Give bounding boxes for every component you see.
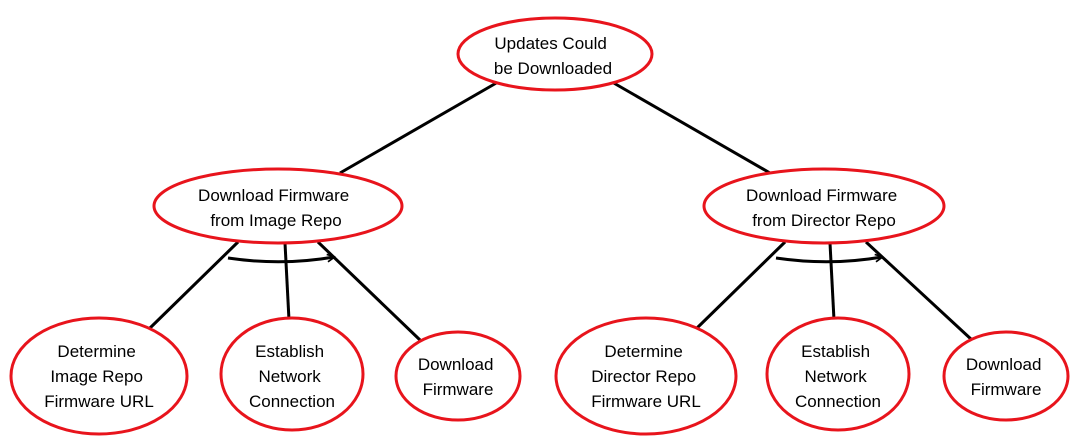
edge-director-repo-to-network [828, 242, 836, 321]
and-arc-director-repo [775, 257, 882, 264]
node-image-repo-line-2: from Image Repo [210, 211, 341, 230]
and-arc-image-repo [227, 257, 334, 264]
svg-text:Download Firmware from D: Download Firmware from Director Repo [746, 186, 902, 230]
node-image-network-line-2: Network [258, 367, 321, 386]
svg-text:Download Firmware: Download Firmware [966, 355, 1046, 399]
node-root-ellipse [456, 16, 654, 92]
edge-root-to-director-repo [611, 80, 771, 175]
svg-text:Updates Could be Downloa: Updates Could be Downloaded [494, 34, 612, 78]
svg-text:Establish Network: Establish Network Connection [795, 342, 881, 411]
node-image-url-line-2: Image Repo [50, 367, 143, 386]
svg-text:Download Firmware from I: Download Firmware from Image Repo [198, 186, 354, 230]
node-director-url-ellipse [554, 316, 738, 436]
node-image-network-ellipse [219, 316, 365, 432]
node-image-download-line-2: Firmware [423, 380, 494, 399]
node-image-download-ellipse [394, 330, 522, 422]
edge-image-repo-to-url [148, 240, 240, 330]
node-director-url: Determine Director Repo Firmware URL [554, 316, 738, 436]
node-director-network-line-3: Connection [795, 392, 881, 411]
node-image-url-ellipse [9, 316, 189, 436]
node-director-url-line-2: Director Repo [591, 367, 696, 386]
node-image-url-line-3: Firmware URL [44, 392, 154, 411]
node-image-network-line-3: Connection [249, 392, 335, 411]
node-director-url-line-1: Determine [604, 342, 682, 361]
node-director-network-line-1: Establish [801, 342, 870, 361]
node-director-repo-ellipse [702, 167, 946, 245]
svg-text:Determine Director Repo: Determine Director Repo Firmware URL [591, 342, 701, 411]
svg-text:Establish Network: Establish Network Connection [249, 342, 335, 411]
node-director-network-ellipse [765, 316, 911, 432]
node-director-repo-line-1: Download Firmware [746, 186, 897, 205]
node-director-repo: Download Firmware from Director Repo [702, 167, 946, 245]
node-director-repo-line-2: from Director Repo [752, 211, 896, 230]
svg-text:Determine Image Repo: Determine Image Repo Firmware URL [44, 342, 154, 411]
node-root: Updates Could be Downloaded [456, 16, 654, 92]
node-image-network: Establish Network Connection [219, 316, 365, 432]
node-image-url: Determine Image Repo Firmware URL [9, 316, 189, 436]
node-image-network-line-1: Establish [255, 342, 324, 361]
node-image-download-line-1: Download [418, 355, 494, 374]
and-arcs [227, 257, 882, 264]
node-director-download-line-2: Firmware [971, 380, 1042, 399]
node-root-line-1: Updates Could [494, 34, 606, 53]
node-director-download-ellipse [942, 330, 1070, 422]
node-image-url-line-1: Determine [57, 342, 135, 361]
node-image-download: Download Firmware [394, 330, 522, 422]
node-director-download: Download Firmware [942, 330, 1070, 422]
svg-text:Download Firmware: Download Firmware [418, 355, 498, 399]
edge-image-repo-to-network [283, 242, 291, 321]
node-director-network: Establish Network Connection [765, 316, 911, 432]
node-root-line-2: be Downloaded [494, 59, 612, 78]
node-director-download-line-1: Download [966, 355, 1042, 374]
node-image-repo: Download Firmware from Image Repo [152, 167, 404, 245]
edge-root-to-image-repo [339, 80, 499, 175]
edge-director-repo-to-url [695, 240, 787, 330]
node-image-repo-line-1: Download Firmware [198, 186, 349, 205]
node-director-network-line-2: Network [804, 367, 867, 386]
node-director-url-line-3: Firmware URL [591, 392, 701, 411]
node-image-repo-ellipse [152, 167, 404, 245]
